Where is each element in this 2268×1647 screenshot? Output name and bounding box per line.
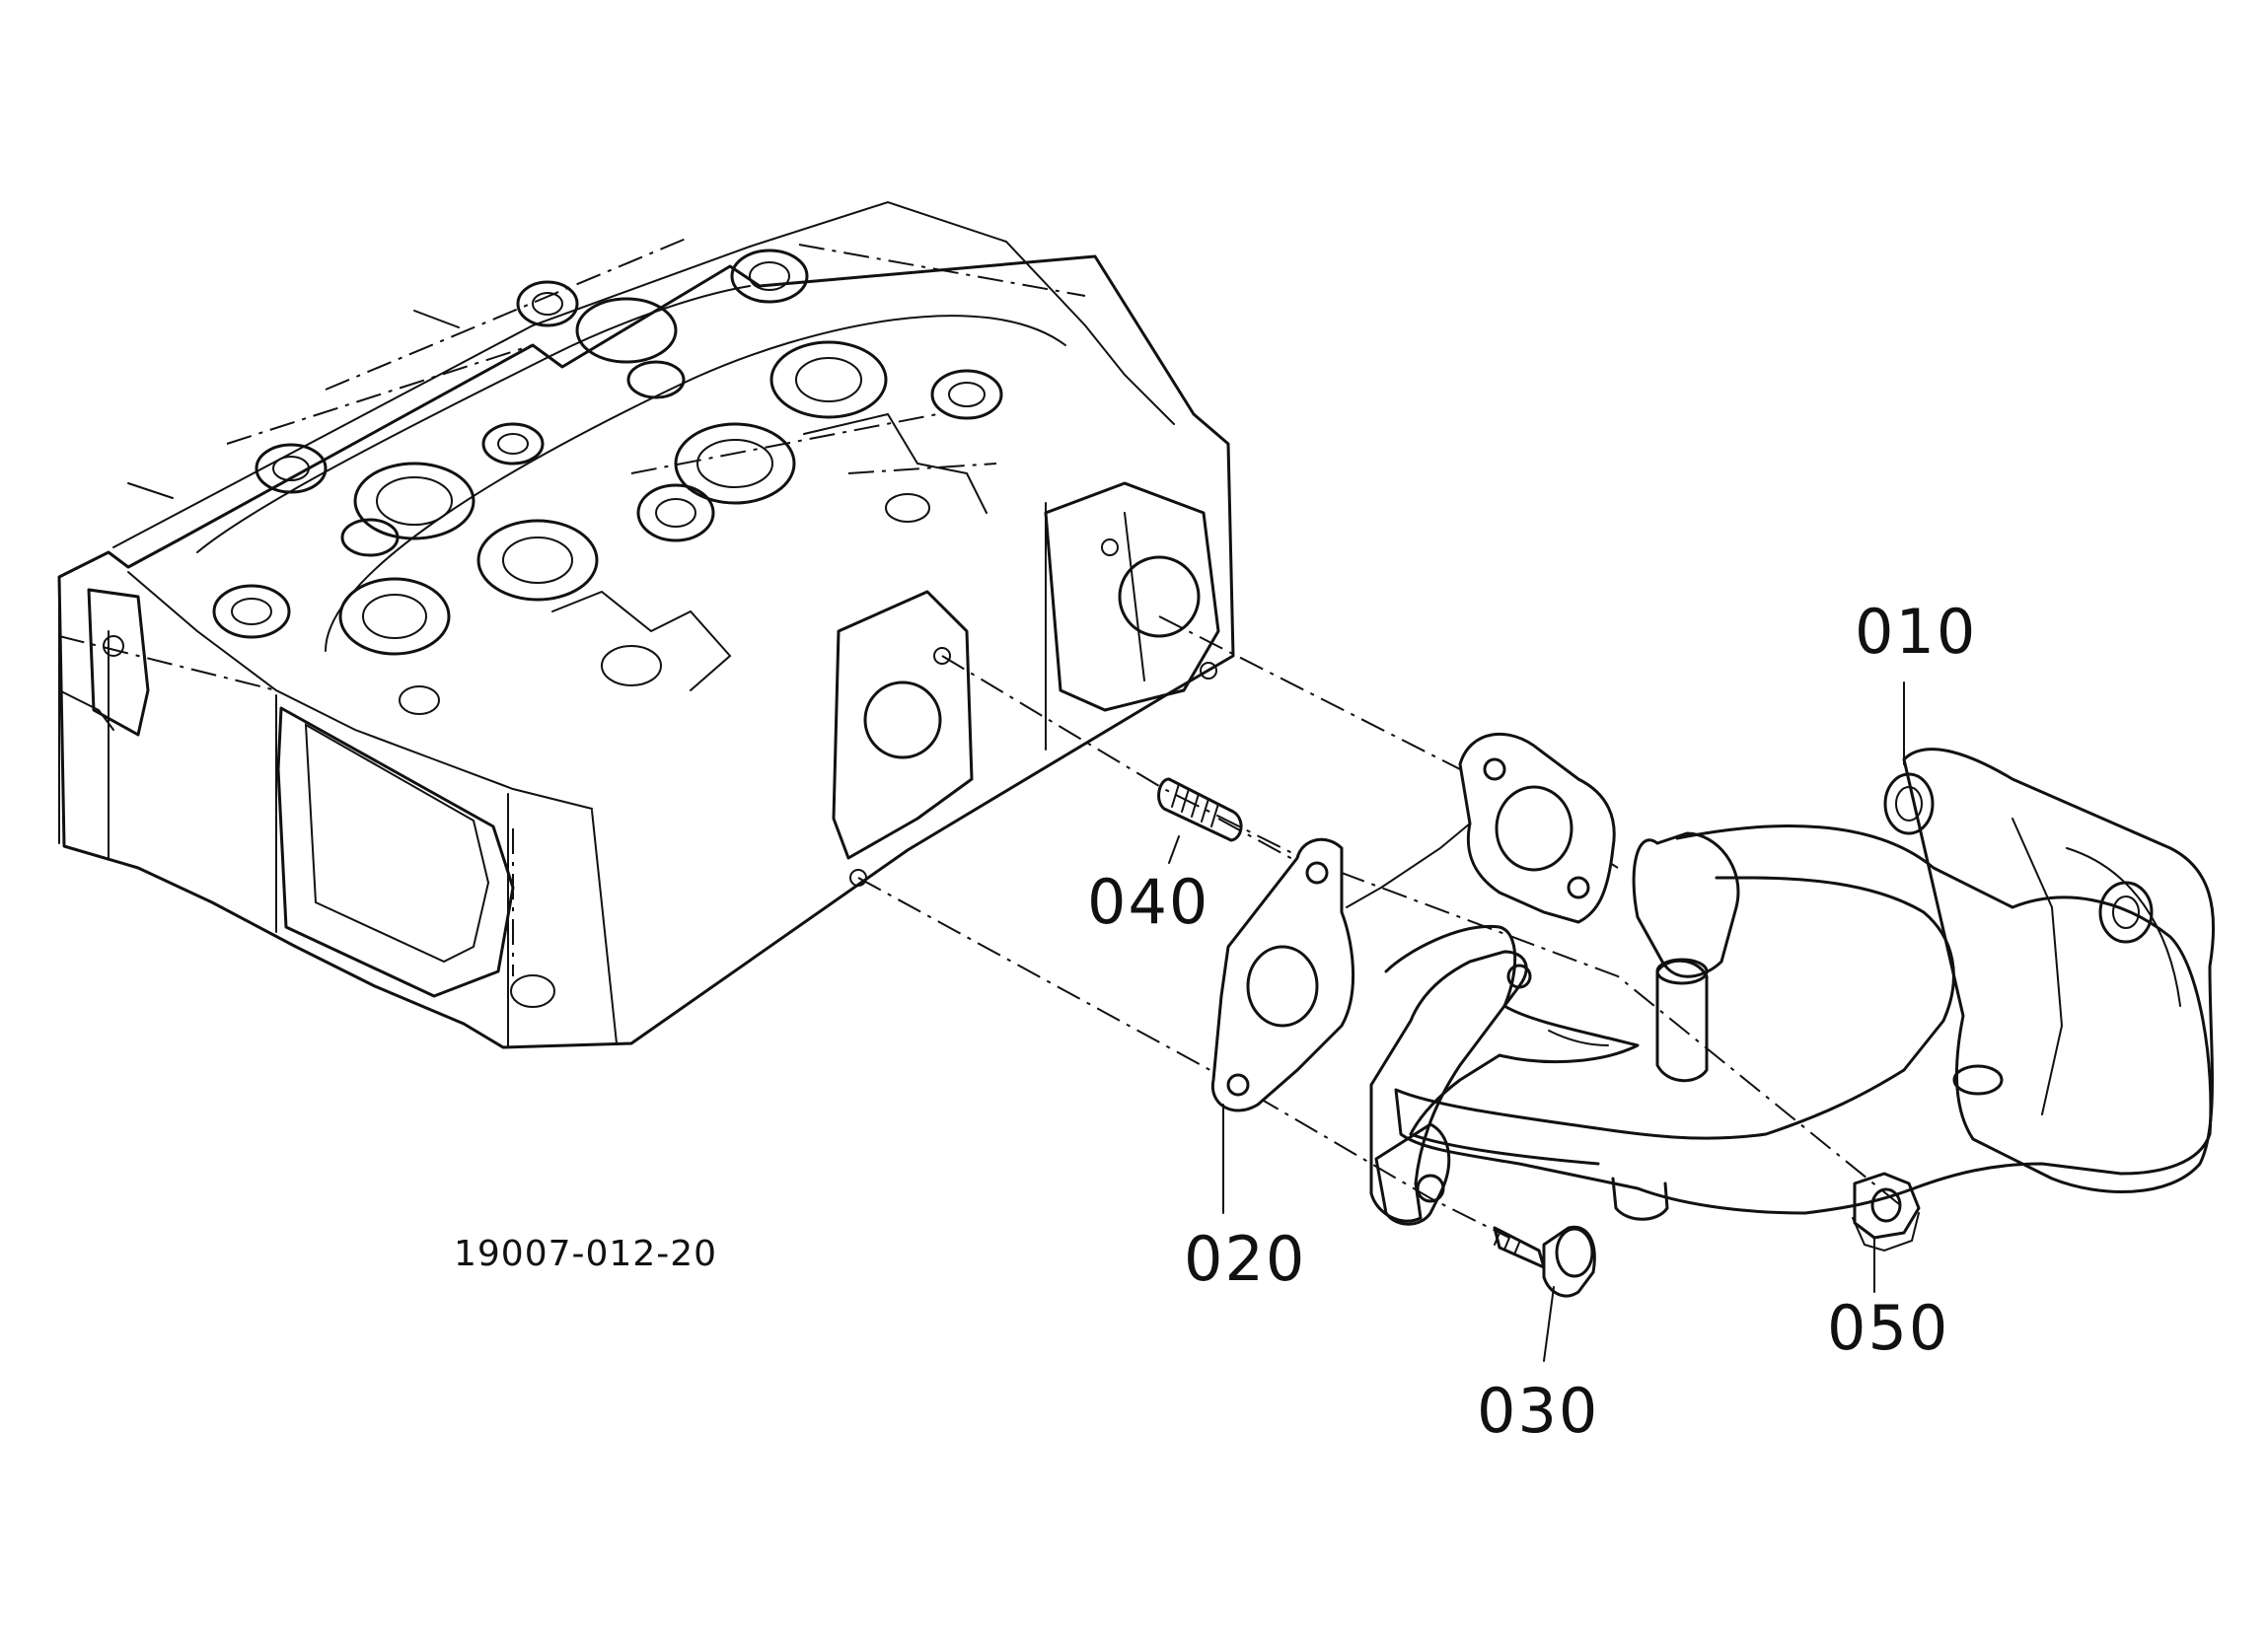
- callout-050: 050: [1827, 1292, 1949, 1364]
- drawing-number: 19007-012-20: [454, 1234, 717, 1274]
- callout-030: 030: [1477, 1375, 1599, 1447]
- nut-050: [1852, 1172, 1921, 1253]
- cylinder-head: [57, 200, 1235, 1049]
- callout-020: 020: [1184, 1223, 1306, 1295]
- callout-040: 040: [1087, 866, 1209, 938]
- gasket-upper: [1346, 733, 1616, 924]
- bolt-030: [1493, 1225, 1596, 1298]
- gasket-lower: [1210, 837, 1355, 1112]
- leader-lines: [1168, 681, 1905, 1362]
- stud-040: [1157, 777, 1243, 842]
- assembly-center-lines: [857, 615, 1905, 1239]
- exhaust-manifold: [1369, 748, 2216, 1226]
- callout-010: 010: [1855, 596, 1977, 668]
